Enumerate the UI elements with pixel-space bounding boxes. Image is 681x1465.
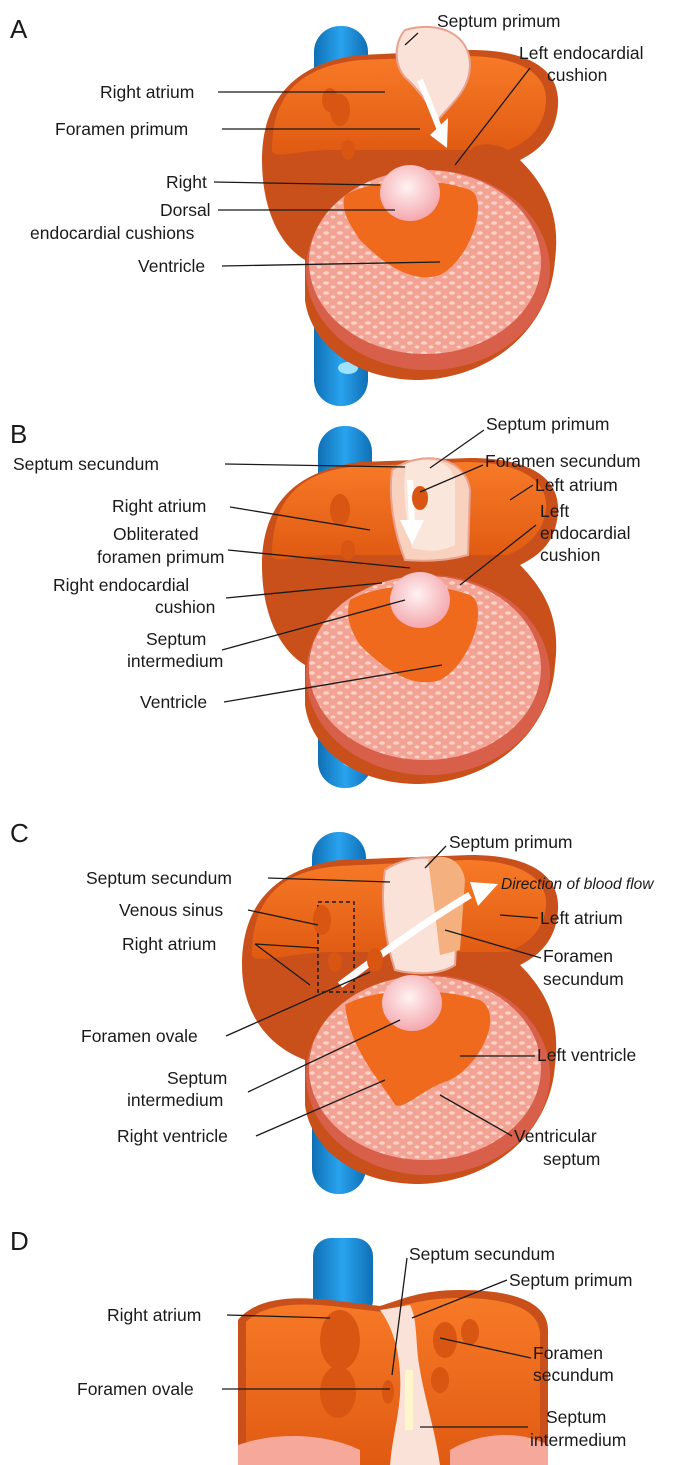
label-foramen-secundum: Foramen secundum <box>485 451 641 471</box>
heart-section <box>262 27 558 380</box>
label-foramen-primum: foramen primum <box>97 547 224 567</box>
label-right: Right <box>166 172 207 192</box>
label-venous-sinus: Venous sinus <box>119 900 223 920</box>
label-septum-intermedium: Septum <box>146 629 206 649</box>
label-left-cushion: Left <box>540 501 569 521</box>
label-foramen-primum: Foramen primum <box>55 119 188 139</box>
label-right-atrium: Right atrium <box>112 496 206 516</box>
label-direction-of-blood-flow: Direction of blood flow <box>501 876 655 893</box>
label-ventricle: Ventricle <box>138 256 205 276</box>
panel-c: C Septum primum Septum secundum Directio… <box>10 818 655 1194</box>
label-dorsal: Dorsal <box>160 200 211 220</box>
label-septum-primum: Septum primum <box>509 1270 633 1290</box>
label-septum-primum: Septum primum <box>437 11 561 31</box>
panel-b: B Septum primum Septum secundum Foramen … <box>10 414 641 788</box>
label-septum-secundum: Septum secundum <box>409 1244 555 1264</box>
label-septum-intermedium-2: intermedium <box>127 651 223 671</box>
label-right-endocardial-cushion-2: cushion <box>155 597 215 617</box>
panel-letter: C <box>10 818 29 848</box>
label-septum-primum: Septum primum <box>486 414 610 434</box>
label-foramen-secundum-2: secundum <box>533 1365 614 1385</box>
label-ventricular-septum: Ventricular <box>514 1126 597 1146</box>
panel-a: A Septum primum Left endocardial cus <box>10 11 644 406</box>
label-left-endocardial-cushion-2: cushion <box>547 65 607 85</box>
label-right-atrium: Right atrium <box>107 1305 201 1325</box>
label-foramen-ovale: Foramen ovale <box>77 1379 194 1399</box>
label-obliterated: Obliterated <box>113 524 199 544</box>
label-ventricular-septum-2: septum <box>543 1149 600 1169</box>
panel-letter: B <box>10 419 27 449</box>
label-septum-intermedium: Septum <box>546 1407 606 1427</box>
label-right-atrium: Right atrium <box>122 934 216 954</box>
label-septum-intermedium-2: intermedium <box>127 1090 223 1110</box>
label-left-cushion-3: cushion <box>540 545 600 565</box>
panel-letter: A <box>10 14 28 44</box>
panel-d: D Septum secundum Septum primum Right at… <box>10 1226 633 1465</box>
label-septum-intermedium: Septum <box>167 1068 227 1088</box>
label-ventricle: Ventricle <box>140 692 207 712</box>
label-left-atrium: Left atrium <box>535 475 618 495</box>
label-left-atrium: Left atrium <box>540 908 623 928</box>
label-septum-secundum: Septum secundum <box>13 454 159 474</box>
label-septum-primum: Septum primum <box>449 832 573 852</box>
label-right-endocardial-cushion: Right endocardial <box>53 575 189 595</box>
label-left-cushion-2: endocardial <box>540 523 630 543</box>
label-right-ventricle: Right ventricle <box>117 1126 228 1146</box>
label-left-endocardial-cushion: Left endocardial <box>519 43 644 63</box>
label-foramen-ovale: Foramen ovale <box>81 1026 198 1046</box>
label-septum-secundum: Septum secundum <box>86 868 232 888</box>
heart-section <box>262 458 558 784</box>
label-endocardial-cushions: endocardial cushions <box>30 223 195 243</box>
label-left-ventricle: Left ventricle <box>537 1045 636 1065</box>
label-septum-intermedium-2: intermedium <box>530 1430 626 1450</box>
label-foramen-secundum: Foramen <box>543 946 613 966</box>
label-right-atrium: Right atrium <box>100 82 194 102</box>
panel-letter: D <box>10 1226 29 1256</box>
label-foramen-secundum: Foramen <box>533 1343 603 1363</box>
label-foramen-secundum-2: secundum <box>543 969 624 989</box>
